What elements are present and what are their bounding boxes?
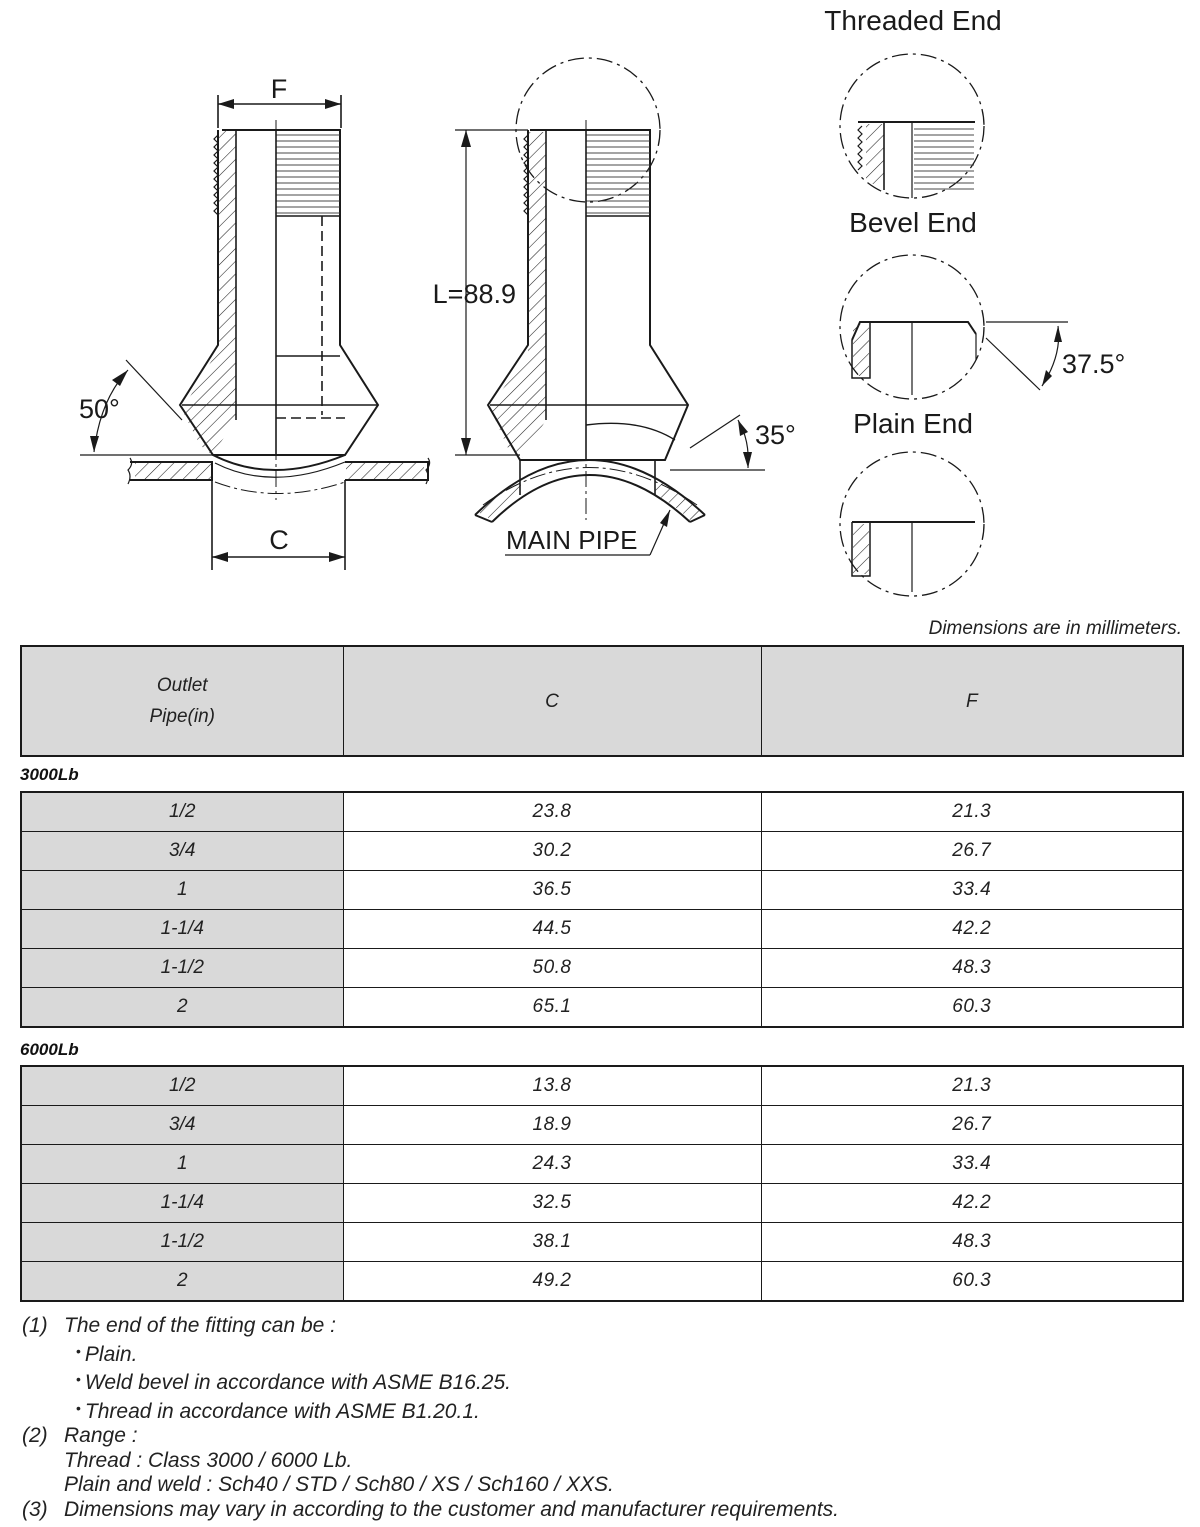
cell-c-value: 24.3 [342,1144,762,1184]
note-2-number: (2) [22,1424,48,1447]
group-label-6000lb: 6000Lb [20,1040,79,1059]
cell-outlet-size: 1 [20,870,344,910]
bevel-end-title: Bevel End [849,207,977,238]
cell-c-value: 13.8 [342,1065,762,1106]
angle-50-label: 50° [79,394,120,424]
angle-37-5-label: 37.5° [1062,349,1125,379]
middle-view [455,57,765,556]
note-3: (3) Dimensions may vary in according to t… [22,1498,839,1523]
cell-c-value: 50.8 [342,948,762,988]
group-label-3000lb: 3000Lb [20,765,79,784]
cell-outlet-size: 3/4 [20,1105,344,1145]
cell-f-value: 33.4 [760,1144,1184,1184]
cell-c-value: 49.2 [342,1261,762,1302]
cell-c-value: 36.5 [342,870,762,910]
cell-outlet-size: 1-1/4 [20,909,344,949]
note-1-bullet-1: •Plain. [22,1339,839,1368]
units-note: Dimensions are in millimeters. [928,618,1182,639]
cell-f-value: 48.3 [760,1222,1184,1262]
cell-f-value: 33.4 [760,870,1184,910]
note-1: (1) The end of the fitting can be : [22,1314,839,1339]
note-2-line-1-text: Thread : Class 3000 / 6000 Lb. [64,1448,353,1472]
threaded-end-title: Threaded End [824,5,1001,36]
cell-outlet-size: 1-1/2 [20,1222,344,1262]
bevel-end-detail [839,254,1068,400]
cell-f-value: 21.3 [760,1065,1184,1106]
cell-c-value: 44.5 [342,909,762,949]
bullet-icon: • [76,1371,81,1387]
cell-f-value: 42.2 [760,909,1184,949]
note-2: (2) Range : [22,1424,839,1449]
cell-outlet-size: 2 [20,1261,344,1302]
cell-c-value: 32.5 [342,1183,762,1223]
cell-f-value: 26.7 [760,1105,1184,1145]
bullet-icon: • [76,1399,81,1416]
cell-f-value: 42.2 [760,1183,1184,1223]
note-2-text: Range : [64,1424,138,1447]
cell-outlet-size: 1/2 [20,791,344,832]
cell-f-value: 26.7 [760,831,1184,871]
header-outlet: Outlet [156,675,208,696]
cell-f-value: 60.3 [760,1261,1184,1302]
header-pipe-in: Pipe(in) [149,706,215,727]
notes: (1)The end of the fitting can be : •Plai… [22,1314,839,1522]
main-pipe-label: MAIN PIPE [506,525,637,555]
note-3-text: Dimensions may vary in according to the … [64,1497,840,1521]
note-2-line-1: Thread : Class 3000 / 6000 Lb. [22,1449,839,1474]
label-f: F [271,74,288,104]
cell-f-value: 21.3 [760,791,1184,832]
note-1-text: The end of the fitting can be : [64,1314,337,1337]
bullet-icon: • [76,1342,81,1359]
note-3-number: (3) [22,1497,48,1521]
cell-outlet-size: 1/2 [20,1065,344,1106]
threaded-end-detail [839,53,985,199]
angle-35-label: 35° [755,420,796,450]
note-1-bullet-1-text: Plain. [84,1342,138,1366]
cell-outlet-size: 2 [20,987,344,1028]
label-l: L=88.9 [433,279,516,309]
header-c: C [342,645,762,757]
cell-c-value: 18.9 [342,1105,762,1145]
label-c: C [269,525,289,555]
note-2-line-2-text: Plain and weld : Sch40 / STD / Sch80 / X… [64,1473,614,1496]
header-f: F [760,645,1184,757]
note-1-number: (1) [22,1314,48,1337]
cell-outlet-size: 1 [20,1144,344,1184]
note-1-bullet-3: •Thread in accordance with ASME B1.20.1. [22,1396,839,1425]
cell-c-value: 38.1 [342,1222,762,1262]
fitting-drawing: F C L=88.9 50° 35° 37.5° MAIN PIPE Threa… [79,5,1125,597]
cell-f-value: 60.3 [760,987,1184,1028]
note-2-line-2: Plain and weld : Sch40 / STD / Sch80 / X… [22,1473,839,1498]
note-1-bullet-3-text: Thread in accordance with ASME B1.20.1. [84,1399,480,1423]
cell-c-value: 30.2 [342,831,762,871]
cell-f-value: 48.3 [760,948,1184,988]
cell-outlet-size: 3/4 [20,831,344,871]
plain-end-detail [839,451,985,597]
cell-c-value: 65.1 [342,987,762,1028]
cell-outlet-size: 1-1/2 [20,948,344,988]
cell-c-value: 23.8 [342,791,762,832]
left-view [80,95,431,570]
plain-end-title: Plain End [853,408,973,439]
note-1-bullet-2: •Weld bevel in accordance with ASME B16.… [22,1367,839,1396]
cell-outlet-size: 1-1/4 [20,1183,344,1223]
note-1-bullet-2-text: Weld bevel in accordance with ASME B16.2… [84,1371,511,1394]
